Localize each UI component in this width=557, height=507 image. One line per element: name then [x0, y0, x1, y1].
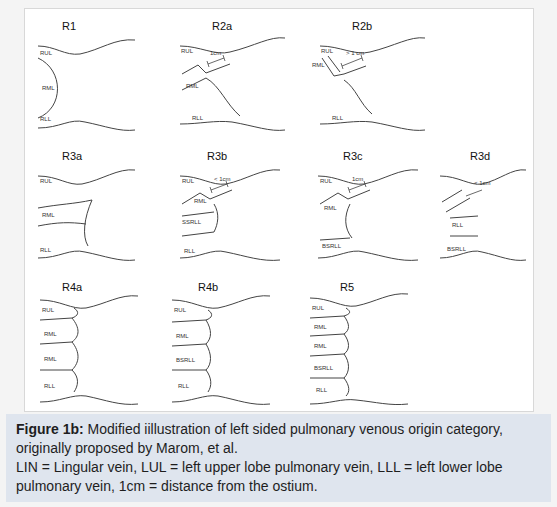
- vein-label: RML: [312, 62, 325, 69]
- panel-title: R3c: [343, 150, 363, 162]
- vein-label: 1cm: [352, 176, 363, 183]
- vein-label: RUL: [42, 307, 54, 314]
- vein-label: BSRLL: [176, 357, 195, 364]
- vein-label: RUL: [321, 48, 333, 55]
- vein-label: 1cm: [210, 50, 221, 57]
- vein-label: RLL: [192, 115, 203, 122]
- vein-label: RLL: [40, 116, 51, 123]
- vein-label: BSRLL: [322, 243, 341, 250]
- caption-box: Figure 1b: Modified iillustration of lef…: [6, 414, 551, 502]
- vein-label: RML: [314, 324, 327, 331]
- vein-label: RLL: [316, 387, 327, 394]
- panel-title: R3d: [470, 150, 490, 162]
- vein-label: < 1cm: [214, 176, 231, 183]
- vein-label: RML: [44, 356, 57, 363]
- vein-label: RUL: [40, 50, 52, 57]
- vein-label: RUL: [182, 178, 194, 185]
- vein-label: RLL: [178, 383, 189, 390]
- vein-label: RML: [314, 343, 327, 350]
- figure-caption: Modified iillustration of left sided pul…: [16, 421, 503, 456]
- vein-label: RML: [324, 205, 337, 212]
- panel-title: R4b: [198, 281, 218, 293]
- vein-label: RLL: [40, 247, 51, 254]
- panel-title: R1: [62, 20, 76, 32]
- figure-panel: [24, 8, 534, 412]
- vein-label: RML: [44, 331, 57, 338]
- panel-title: R3a: [62, 150, 82, 162]
- vein-label: RUL: [312, 305, 324, 312]
- vein-label: RUL: [174, 307, 186, 314]
- vein-label: RML: [42, 212, 55, 219]
- vein-label: RUL: [181, 48, 193, 55]
- panel-title: R3b: [207, 150, 227, 162]
- figure-number: Figure 1b:: [16, 421, 84, 437]
- vein-label: RUL: [40, 178, 52, 185]
- vein-label: RML: [176, 333, 189, 340]
- vein-label: RLL: [184, 248, 195, 255]
- vein-label: RML: [194, 198, 207, 205]
- vein-label: RLL: [44, 383, 55, 390]
- caption-paragraph: Figure 1b: Modified iillustration of lef…: [16, 420, 541, 458]
- vein-label: RLL: [452, 222, 463, 229]
- caption-text: Figure 1b: Modified iillustration of lef…: [16, 420, 541, 496]
- vein-label: > 1 cm: [346, 50, 364, 57]
- vein-label: SSRLL: [182, 219, 201, 226]
- panel-title: R5: [340, 281, 354, 293]
- panel-title: R4a: [62, 281, 82, 293]
- vein-label: BSRLL: [314, 365, 333, 372]
- panel-title: R2b: [352, 20, 372, 32]
- vein-label: RUL: [320, 178, 332, 185]
- abbreviation-note: LIN = Lingular vein, LUL = left upper lo…: [16, 458, 541, 496]
- vein-label: RLL: [332, 115, 343, 122]
- vein-label: < 1cm: [474, 180, 491, 187]
- vein-label: RML: [186, 83, 199, 90]
- vein-label: RML: [42, 85, 55, 92]
- vein-label: BSRLL: [447, 246, 466, 253]
- panel-title: R2a: [212, 20, 232, 32]
